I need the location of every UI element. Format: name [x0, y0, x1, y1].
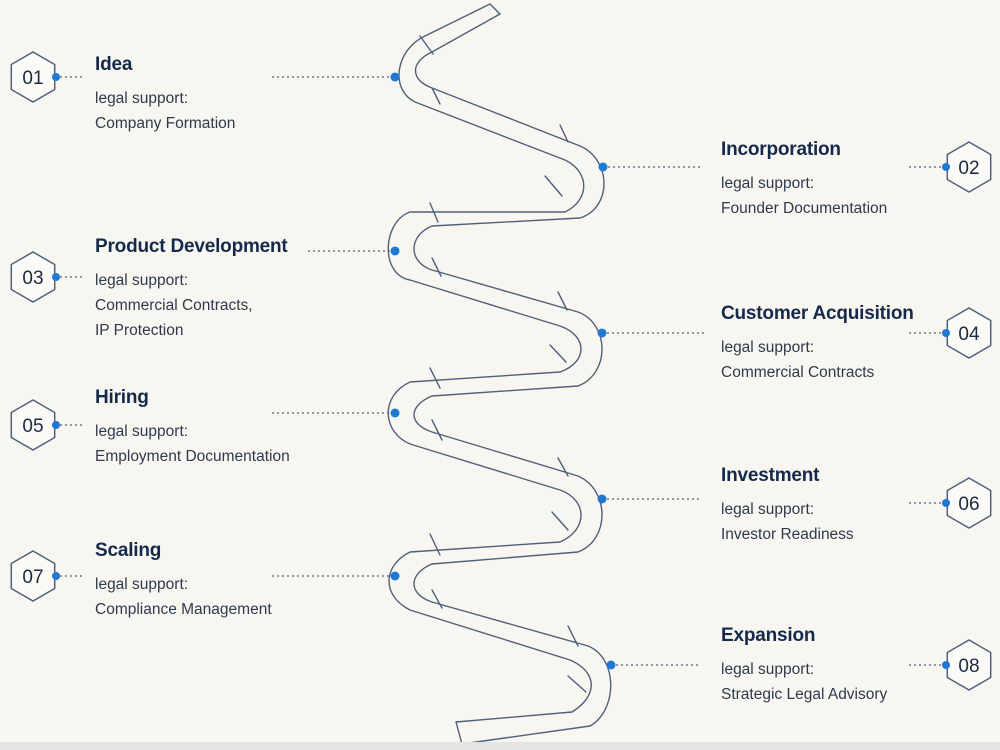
road-dot-8	[606, 660, 616, 670]
step-hexagon-5	[10, 399, 56, 451]
step-hexagon-1	[10, 51, 56, 103]
connectors	[272, 72, 704, 670]
step-number-5: 05	[22, 416, 43, 437]
step-support-detail: Founder Documentation	[721, 200, 888, 217]
road-dot-3	[390, 246, 400, 256]
step-support-label: legal support:	[721, 175, 815, 192]
step-hexagon-3	[10, 251, 56, 303]
step-title: Idea	[95, 54, 133, 75]
step-support-detail: Commercial Contracts,	[95, 297, 253, 314]
step-title: Investment	[721, 465, 820, 486]
step-support-detail: Strategic Legal Advisory	[721, 686, 888, 703]
step-support-detail: Commercial Contracts	[721, 364, 875, 381]
step-8: Expansion legal support: Strategic Legal A…	[721, 625, 887, 707]
step-hexagon-8	[946, 639, 992, 691]
road-dot-1	[390, 72, 400, 82]
step-number-7: 07	[22, 567, 43, 588]
badge-dot-4	[942, 329, 950, 337]
step-hexagon-7	[10, 550, 56, 602]
winding-road	[387, 3, 612, 745]
step-support-detail: IP Protection	[95, 322, 184, 339]
step-support-detail: Investor Readiness	[721, 526, 854, 543]
step-support-label: legal support:	[721, 501, 815, 518]
step-number-6: 06	[958, 494, 979, 515]
step-number-4: 04	[958, 324, 980, 345]
road-dot-5	[390, 408, 400, 418]
step-4: Customer Acquisition legal support: Commer…	[721, 303, 914, 385]
road-segment-dividers	[419, 35, 587, 693]
step-title: Expansion	[721, 625, 816, 646]
step-number-1: 01	[22, 68, 43, 89]
step-title: Hiring	[95, 387, 149, 408]
step-hexagon-4	[946, 307, 992, 359]
step-3: Product Development legal support: Commerc…	[95, 236, 288, 343]
step-number-3: 03	[22, 268, 43, 289]
road-edge-outer	[387, 3, 592, 723]
badge-dot-6	[942, 499, 950, 507]
step-5: Hiring legal support: Employment Documenta…	[95, 387, 290, 469]
step-hexagon-2	[946, 141, 992, 193]
step-title: Customer Acquisition	[721, 303, 914, 324]
road-start-cap	[489, 3, 501, 15]
step-support-label: legal support:	[721, 339, 815, 356]
road-dot-6	[597, 494, 607, 504]
step-title: Incorporation	[721, 139, 841, 160]
road-edge-inner	[413, 13, 612, 745]
step-1: Idea legal support: Company Formation	[95, 54, 235, 136]
step-7: Scaling legal support: Compliance Manageme…	[95, 540, 272, 622]
badge-dot-3	[52, 273, 60, 281]
step-support-label: legal support:	[95, 90, 189, 107]
road-dot-2	[598, 162, 608, 172]
badge-dot-8	[942, 661, 950, 669]
step-support-detail: Compliance Management	[95, 601, 272, 618]
step-number-badges: 01 02 03 04 05 06 07 08	[10, 51, 992, 691]
badge-dot-1	[52, 73, 60, 81]
step-number-8: 08	[958, 656, 979, 677]
step-hexagon-6	[946, 477, 992, 529]
step-support-label: legal support:	[721, 661, 815, 678]
badge-dot-2	[942, 163, 950, 171]
step-2: Incorporation legal support: Founder Docum…	[721, 139, 887, 221]
road-dot-7	[390, 571, 400, 581]
step-support-label: legal support:	[95, 272, 189, 289]
step-support-label: legal support:	[95, 423, 189, 440]
step-number-2: 02	[958, 158, 979, 179]
step-support-detail: Company Formation	[95, 115, 236, 132]
step-title: Scaling	[95, 540, 162, 561]
badge-dot-5	[52, 421, 60, 429]
bottom-bar	[0, 742, 1000, 750]
road-dot-4	[597, 328, 607, 338]
step-support-detail: Employment Documentation	[95, 448, 290, 465]
step-support-label: legal support:	[95, 576, 189, 593]
badge-dot-7	[52, 572, 60, 580]
step-title: Product Development	[95, 236, 288, 257]
road-end-cap	[455, 721, 463, 745]
step-6: Investment legal support: Investor Readine…	[721, 465, 854, 547]
